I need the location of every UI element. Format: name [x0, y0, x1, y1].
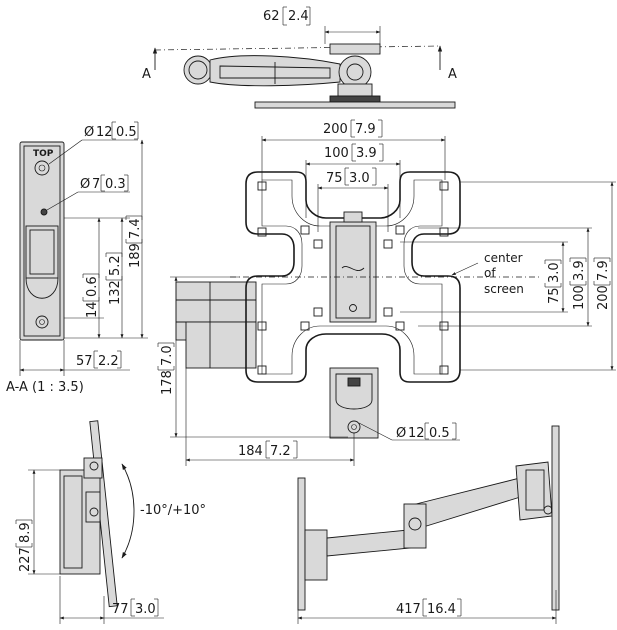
hole-small-mm: 7 — [92, 177, 100, 192]
vesa-100-in: 3.9 — [356, 146, 377, 161]
depth-57-mm: 57 — [76, 354, 93, 369]
section-label-left: A — [142, 67, 151, 82]
width-184-mm: 184 — [238, 444, 263, 459]
height-178-mm: 178 — [160, 370, 175, 395]
top-marker: TOP — [33, 149, 54, 159]
hole-small-in: 0.3 — [105, 177, 126, 192]
vesa-100-mm: 100 — [324, 146, 349, 161]
vert-75-mm: 75 — [547, 287, 562, 304]
front-hole-in: 0.5 — [429, 426, 450, 441]
vert-75-in: 3.0 — [547, 262, 562, 283]
section-caption: A-A (1 : 3.5) — [6, 380, 84, 395]
dim-132-mm: 132 — [108, 280, 123, 305]
height-178-in: 7.0 — [160, 345, 175, 366]
dim-top-width: 62 2.4 — [263, 6, 381, 44]
vert-100-mm: 100 — [572, 285, 587, 310]
section-label-right: A — [448, 67, 457, 82]
hole-small-dia-sym: Ø — [80, 177, 90, 192]
vert-100-in: 3.9 — [572, 260, 587, 281]
dim-132-in: 5.2 — [108, 255, 123, 276]
vert-200-mm: 200 — [596, 285, 611, 310]
side-height-mm: 227 — [18, 547, 33, 572]
tilt-range: -10°/+10° — [140, 503, 206, 518]
dim-14-mm: 14 — [85, 301, 100, 318]
hole-large-dia-sym: Ø — [84, 125, 94, 140]
hole-large-in: 0.5 — [116, 125, 137, 140]
vesa-200-mm: 200 — [323, 122, 348, 137]
center-label-line3: screen — [484, 282, 524, 296]
depth-57-in: 2.2 — [98, 354, 119, 369]
vesa-75-mm: 75 — [326, 171, 343, 186]
dim-top-width-in: 2.4 — [288, 9, 309, 24]
reach-mm: 417 — [396, 602, 421, 617]
center-label-line1: center — [484, 251, 523, 265]
dim-189-in: 7.4 — [128, 218, 143, 239]
dim-189-mm: 189 — [128, 243, 143, 268]
front-view: 200 7.9 100 3.9 75 3.0 — [157, 119, 616, 466]
reach-in: 16.4 — [427, 602, 456, 617]
vert-200-in: 7.9 — [596, 260, 611, 281]
front-hole-dia-sym: Ø — [396, 426, 406, 441]
vesa-75-in: 3.0 — [349, 171, 370, 186]
width-184-in: 7.2 — [270, 444, 291, 459]
side-depth-mm: 77 — [112, 602, 129, 617]
vesa-200-in: 7.9 — [355, 122, 376, 137]
front-hole-mm: 12 — [408, 426, 425, 441]
section-view: TOP Ø 12 0.5 Ø 7 0.3 14 — [6, 121, 148, 395]
dim-14-in: 0.6 — [85, 276, 100, 297]
center-label-line2: of — [484, 266, 496, 280]
side-view: -10°/+10° 227 8.9 77 3.0 — [15, 420, 206, 624]
side-height-in: 8.9 — [18, 522, 33, 543]
hole-large-mm: 12 — [96, 125, 113, 140]
side-depth-in: 3.0 — [135, 602, 156, 617]
dim-top-width-mm: 62 — [263, 9, 280, 24]
extended-view: 417 16.4 — [297, 425, 560, 624]
top-view: 62 2.4 A A — [142, 6, 457, 109]
